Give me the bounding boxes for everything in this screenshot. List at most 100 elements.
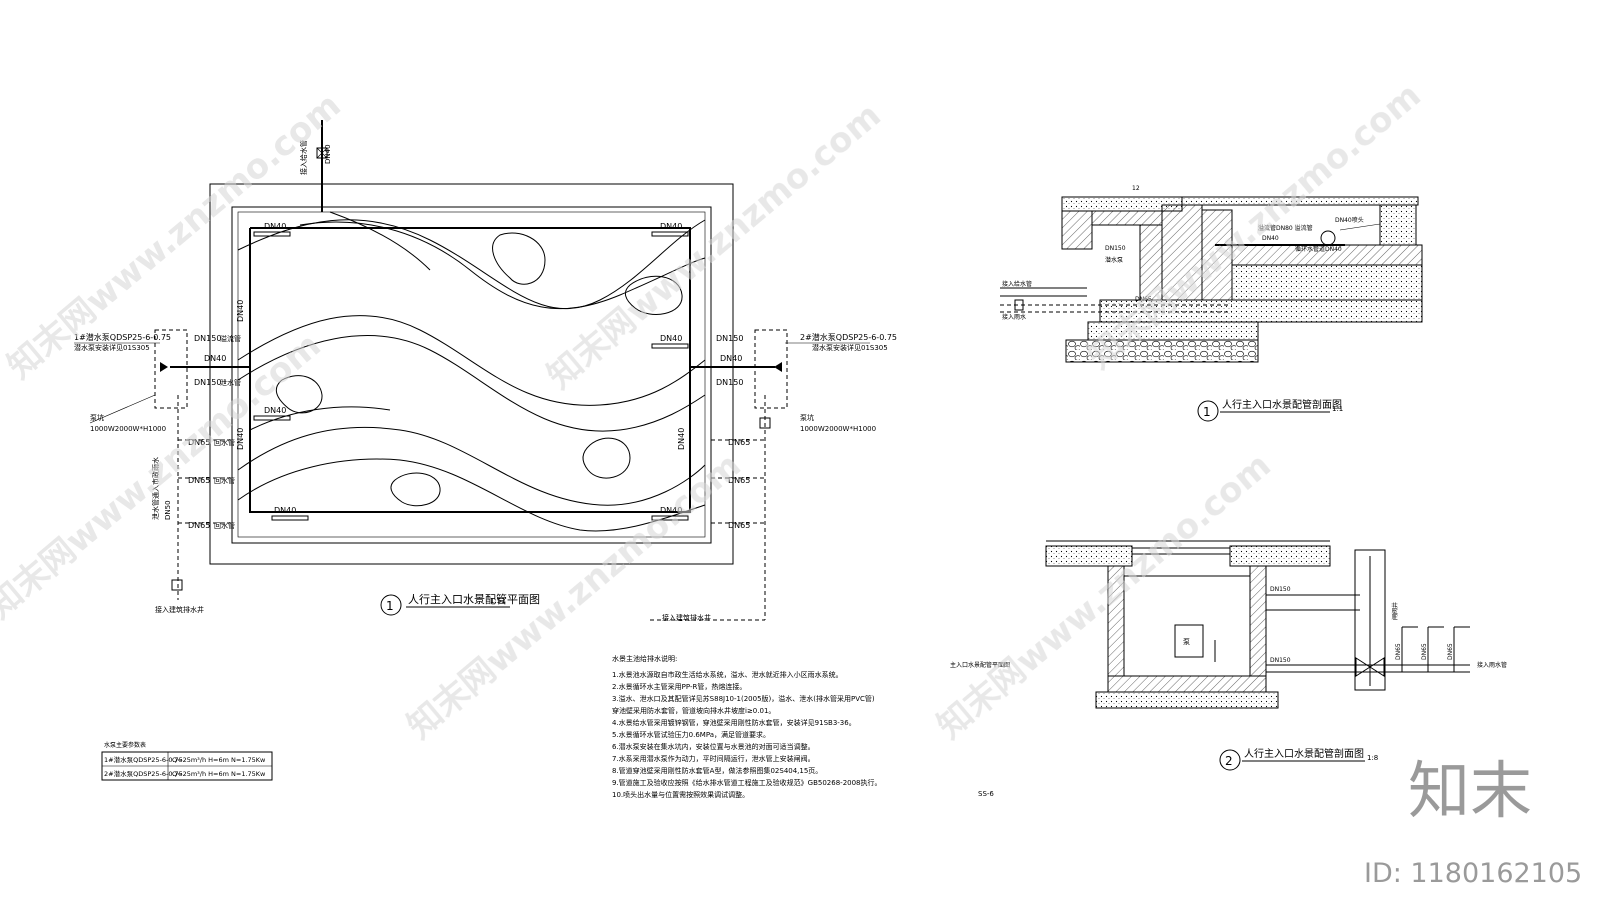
sec1-dn150: DN150: [1105, 245, 1126, 252]
sec1-top-dim: 12: [1132, 185, 1140, 192]
left-dn150-b: DN150: [194, 378, 221, 387]
left-pump-label: 1#潜水泵QDSP25-6-0.75: [74, 332, 171, 342]
plan-title-bubble: [380, 594, 402, 616]
sec1-dn40: DN40: [1262, 235, 1279, 242]
left-pump-pit: [154, 329, 188, 409]
pump-row-1-spec: Q=25m³/h H=6m N=1.75Kw: [172, 756, 266, 764]
note-2: 2.水景循环水主管采用PP-R管，热熔连接。: [612, 682, 746, 691]
sec1-recirc: 循环水管道DN40: [1295, 245, 1342, 253]
right-pump-label: 2#潜水泵QDSP25-6-0.75: [800, 332, 897, 342]
bottom-outlet-label: 接入建筑排水井: [155, 605, 204, 614]
right-pit-label: 泵坑: [800, 413, 814, 422]
left-outlet-label: 接入建筑排水井: [662, 613, 711, 622]
nozzle-label-2: DN40: [660, 222, 682, 231]
right-dn40: DN40: [720, 354, 742, 363]
right-pump-pit: [754, 329, 788, 409]
note-9: 9.管道施工及验收应按照《给水排水管道工程施工及验收规范》GB50268-200…: [612, 778, 882, 787]
watermarks: 知末网www.znzmo.com 知末网www.znzmo.com 知末网www…: [0, 75, 1429, 747]
note-8: 8.管道穿池壁采用刚性防水套管A型，做法参照图集02S404,15页。: [612, 766, 822, 775]
sec2-title: 人行主入口水景配管剖面图: [1244, 747, 1364, 760]
nozzle-label-4: DN40: [264, 406, 286, 415]
sec2-pump: 泵: [1183, 638, 1190, 646]
design-notes: 水景主池给排水说明: 1.水景池水源取自市政生活给水系统，溢水、泄水就近排入小区…: [612, 654, 882, 799]
sec2-pump-box: [1174, 624, 1204, 658]
sec2-dn150-top: DN150: [1270, 586, 1291, 593]
watermark-id: ID: 1180162105: [1364, 858, 1582, 889]
left-pit-label: 泵坑: [90, 413, 104, 422]
sec2-title-bubble: [1219, 749, 1241, 771]
note-6: 6.潜水泵安装在集水坑内，安装位置与水景池的对面可适当调整。: [612, 742, 815, 751]
watermark-logo: 知末: [1408, 754, 1532, 827]
sec1-drain: 接入雨水: [1002, 313, 1026, 321]
left-note-overflow: 溢流管: [220, 334, 241, 343]
pump-row-2-spec: Q=25m³/h H=6m N=1.75Kw: [172, 770, 266, 778]
dn50-left: DN50: [164, 500, 172, 520]
right-dn65-3: DN65: [728, 521, 750, 530]
note-10: 10.喷头出水量与位置需按照效果调试调整。: [612, 790, 749, 799]
sec1-inlet: 接入给水管: [1002, 280, 1032, 288]
right-pit-size: 1000W2000W*H1000: [800, 425, 876, 433]
vertical-dn40-b: DN40: [236, 428, 245, 450]
sec2-dn65-3: DN65: [1447, 643, 1454, 660]
right-dn150-b: DN150: [716, 378, 743, 387]
pump-table: 水泵主要参数表 1#潜水泵QDSP25-6-0.75 Q=25m³/h H=6m…: [101, 741, 273, 781]
sec1-nozzle: DN40喷头: [1335, 216, 1364, 224]
sec2-dn150-mid: DN150: [1270, 657, 1291, 664]
left-dn65-3: DN65: [188, 521, 210, 530]
islands: [275, 232, 683, 507]
valve-top: [316, 147, 328, 159]
plan-view: DN40 DN40 DN40 DN40 DN40 DN40 DN40 DN40 …: [74, 120, 897, 622]
left-note-return-3: 回水管: [214, 521, 235, 530]
nozzle-label-3: DN40: [660, 334, 682, 343]
right-pump-symbol: [774, 362, 782, 372]
sec1-overflow: 溢流管DN80 溢流管: [1258, 224, 1313, 232]
pool-water-edge: [237, 211, 706, 538]
sec2-title-number: 2: [1225, 754, 1233, 768]
note-3: 3.溢水、泄水口及其配管详见苏S88J10-1(2005版)，溢水、泄水(排水管…: [612, 694, 875, 703]
wave-pattern: [237, 211, 706, 532]
sec1-pump-note: 潜水泵: [1105, 256, 1123, 264]
sec1-title: 人行主入口水景配管剖面图: [1222, 398, 1342, 411]
left-pit-size: 1000W2000W*H1000: [90, 425, 166, 433]
vertical-dn40-c: DN40: [677, 428, 686, 450]
left-note-return-2: 回水管: [214, 476, 235, 485]
left-dn40: DN40: [204, 354, 226, 363]
note-5: 5.水景循环水管试验压力0.6MPa，满足管道要求。: [612, 730, 770, 739]
sheet-number: SS-6: [978, 790, 994, 798]
section-2: 泵 DN150 DN150 主入口水景配管平面图 DN65 DN65 DN65 …: [950, 540, 1507, 771]
left-pump-symbol: [160, 362, 168, 372]
sec2-dn65-1: DN65: [1395, 643, 1402, 660]
vertical-dn40-a: DN40: [236, 300, 245, 322]
sec2-dn65-2: DN65: [1421, 643, 1428, 660]
left-drain-note: 泄水管通入市政雨水: [151, 457, 160, 520]
note-3b: 穿池壁采用防水套管，管道坡向排水井坡度i≥0.01。: [612, 706, 775, 715]
notes-title: 水景主池给排水说明:: [612, 654, 677, 663]
nozzle-label-1: DN40: [264, 222, 286, 231]
sec1-title-bubble: [1197, 400, 1219, 422]
plan-title-number: 1: [386, 599, 394, 613]
sec1-scale: 1:1: [1332, 405, 1343, 413]
right-dn65-2: DN65: [728, 476, 750, 485]
watermark-6: 知末网www.znzmo.com: [0, 325, 329, 627]
right-dn65-1: DN65: [728, 438, 750, 447]
nozzle-label-6: DN40: [660, 506, 682, 515]
left-dn65-1: DN65: [188, 438, 210, 447]
sec2-outlet: 接入雨水管: [1477, 661, 1507, 669]
sec2-side-label: 主入口水景配管平面图: [950, 661, 1010, 669]
sec2-valve-box: [1354, 549, 1386, 691]
plan-title: 人行主入口水景配管平面图: [408, 592, 540, 606]
nozzle-label-5: DN40: [274, 506, 296, 515]
sec1-dn65: DN65: [1135, 296, 1152, 303]
section-1: 12 溢流管DN80 溢流管 DN40喷头 DN40 循环水管道DN40 DN1…: [1000, 185, 1423, 422]
note-4: 4.水景给水管采用镀锌钢管，穿池壁采用刚性防水套管，安装详见91SB3-36。: [612, 718, 856, 727]
supply-label-top: 接入给水管: [299, 140, 308, 175]
note-7: 7.水系采用潜水泵作为动力，平时间隔运行，泄水管上安装闸阀。: [612, 754, 815, 763]
sec2-valve-label: 闸阀井: [1391, 602, 1399, 620]
pump-table-header: 水泵主要参数表: [104, 741, 146, 749]
right-dn150-a: DN150: [716, 334, 743, 343]
left-pump-sub: 潜水泵安装详见01S305: [74, 343, 150, 352]
left-note-return-1: 回水管: [214, 438, 235, 447]
left-dn65-2: DN65: [188, 476, 210, 485]
left-note-drain: 泄水管: [220, 378, 241, 387]
